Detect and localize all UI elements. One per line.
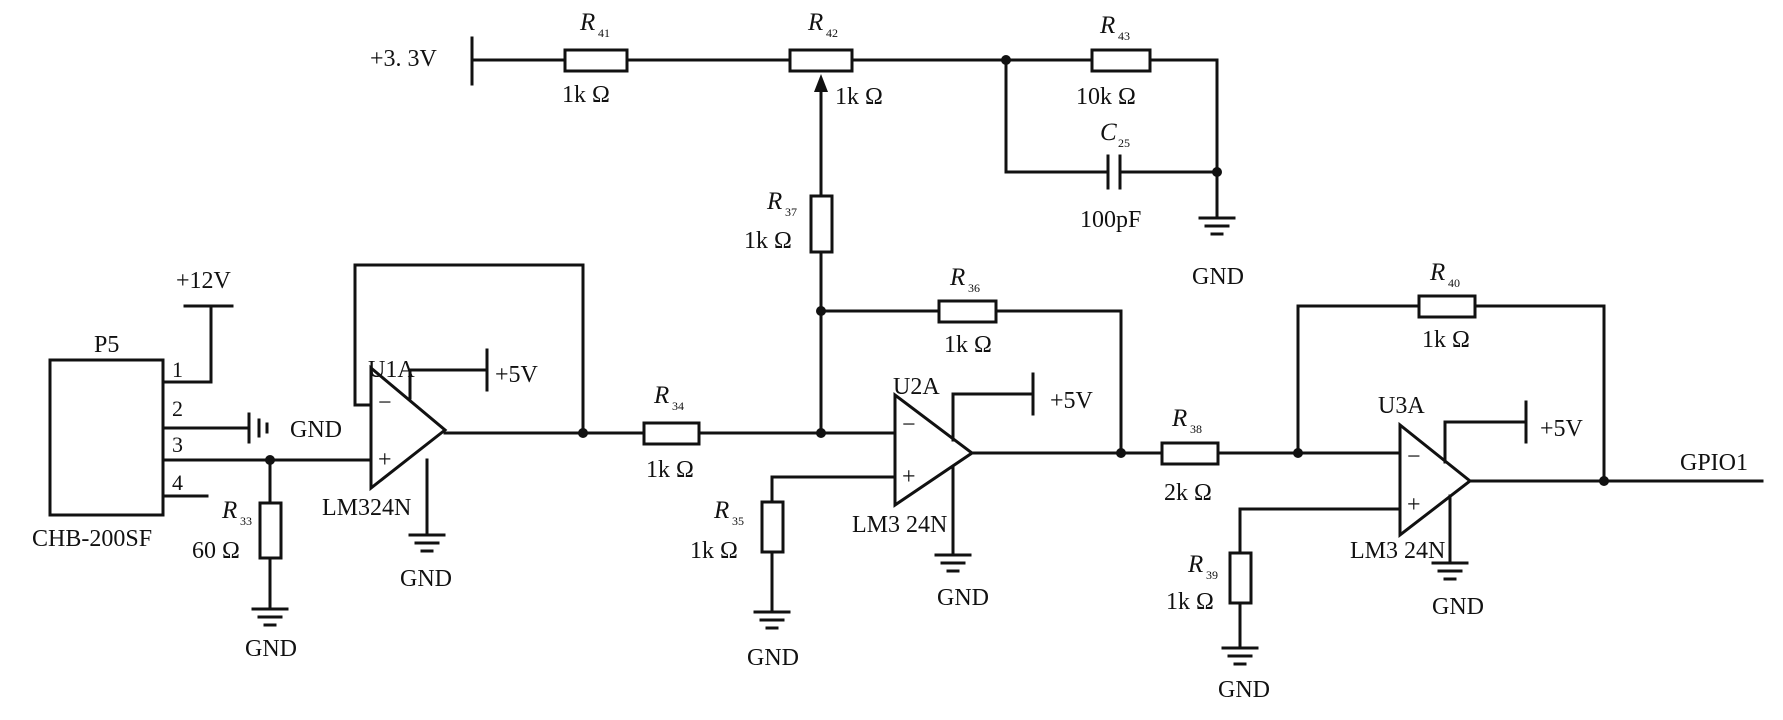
pin-number-4: 4 — [172, 470, 183, 495]
junction-dot — [1116, 448, 1126, 458]
gnd-label-p5: GND — [290, 417, 342, 443]
resistor-r39 — [1228, 551, 1253, 605]
resistor-r37 — [809, 194, 834, 254]
resistor-r41 — [563, 48, 629, 73]
r41-ref: R — [579, 9, 595, 36]
net-label-output: GPIO1 — [1680, 450, 1748, 476]
junction-dot — [265, 455, 275, 465]
pin-number-2: 2 — [172, 396, 183, 421]
opamp-u3-minus: − — [1407, 444, 1421, 470]
r37-sub: 37 — [785, 205, 797, 219]
r36-sub: 36 — [968, 281, 980, 295]
net-label-5v-u3: +5V — [1540, 416, 1584, 442]
r38-ref: R — [1171, 405, 1187, 432]
r33-ref: R — [221, 497, 237, 524]
resistor-r38 — [1160, 441, 1220, 466]
junction-dot — [1212, 167, 1222, 177]
opamp-u2-minus: − — [902, 412, 916, 438]
junction-dot — [816, 428, 826, 438]
opamp-u3a — [1398, 421, 1473, 539]
r34-ref: R — [653, 382, 669, 409]
opamp-u2-name: U2A — [893, 374, 940, 400]
resistor-r36 — [937, 299, 998, 324]
net-label-12v: +12V — [176, 268, 232, 294]
r40-ref: R — [1429, 259, 1445, 286]
net-label-5v-u1: +5V — [495, 362, 539, 388]
net-label-5v-u2: +5V — [1050, 388, 1094, 414]
r43-ref: R — [1099, 12, 1115, 39]
pin-number-1: 1 — [172, 357, 183, 382]
r36-value: 1k Ω — [944, 332, 992, 358]
junction-dot — [1001, 55, 1011, 65]
r37-value: 1k Ω — [744, 228, 792, 254]
opamp-u3-part: LM3 24N — [1350, 538, 1445, 564]
gnd-label-u1: GND — [400, 566, 452, 592]
resistor-r34 — [642, 421, 701, 446]
pin-number-3: 3 — [172, 432, 183, 457]
resistor-r33 — [258, 501, 283, 560]
r33-sub: 33 — [240, 514, 252, 528]
r39-value: 1k Ω — [1166, 589, 1214, 615]
junction-dot — [1599, 476, 1609, 486]
r42-sub: 42 — [826, 26, 838, 40]
r35-sub: 35 — [732, 514, 744, 528]
gnd-label-r33: GND — [245, 636, 297, 662]
junction-dot — [578, 428, 588, 438]
r40-sub: 40 — [1448, 276, 1460, 290]
potentiometer-r42 — [788, 48, 854, 73]
r43-value: 10k Ω — [1076, 84, 1136, 110]
r34-value: 1k Ω — [646, 457, 694, 483]
r41-value: 1k Ω — [562, 82, 610, 108]
opamp-u1-minus: − — [378, 390, 392, 416]
r43-sub: 43 — [1118, 29, 1130, 43]
r38-sub: 38 — [1190, 422, 1202, 436]
connector-name: P5 — [94, 332, 119, 358]
r42-value: 1k Ω — [835, 84, 883, 110]
junction-dot — [1293, 448, 1303, 458]
r33-value: 60 Ω — [192, 538, 240, 564]
r36-ref: R — [949, 264, 965, 291]
opamp-u2-part: LM3 24N — [852, 512, 947, 538]
gnd-label-u2: GND — [937, 585, 989, 611]
r42-ref: R — [807, 9, 823, 36]
connector-part: CHB-200SF — [32, 526, 152, 552]
wiper-arrow — [814, 74, 828, 92]
r39-ref: R — [1187, 551, 1203, 578]
opamp-u2a — [893, 391, 975, 508]
r34-sub: 34 — [672, 399, 684, 413]
c25-ref: C — [1100, 119, 1117, 146]
opamp-u1-part: LM324N — [322, 495, 411, 521]
r39-sub: 39 — [1206, 568, 1218, 582]
opamp-u1a — [369, 364, 448, 492]
junction-dot — [816, 306, 826, 316]
r40-value: 1k Ω — [1422, 327, 1470, 353]
net-label-3v3: +3. 3V — [370, 46, 438, 72]
c25-sub: 25 — [1118, 136, 1130, 150]
gnd-label-c25: GND — [1192, 264, 1244, 290]
opamp-u1-name: U1A — [368, 357, 415, 383]
c25-value: 100pF — [1080, 207, 1141, 233]
gnd-label-r39: GND — [1218, 677, 1270, 703]
r35-value: 1k Ω — [690, 538, 738, 564]
resistor-r40 — [1417, 294, 1477, 319]
r35-ref: R — [713, 497, 729, 524]
opamp-u2-plus: + — [902, 464, 916, 490]
gnd-label-u3: GND — [1432, 594, 1484, 620]
r37-ref: R — [766, 188, 782, 215]
resistor-r43 — [1090, 48, 1152, 73]
resistor-r35 — [760, 500, 785, 554]
opamp-u3-plus: + — [1407, 492, 1421, 518]
opamp-u1-plus: + — [378, 447, 392, 473]
opamp-u3-name: U3A — [1378, 393, 1425, 419]
r38-value: 2k Ω — [1164, 480, 1212, 506]
r41-sub: 41 — [598, 26, 610, 40]
gnd-label-r35: GND — [747, 645, 799, 671]
connector-p5-body — [48, 358, 165, 517]
